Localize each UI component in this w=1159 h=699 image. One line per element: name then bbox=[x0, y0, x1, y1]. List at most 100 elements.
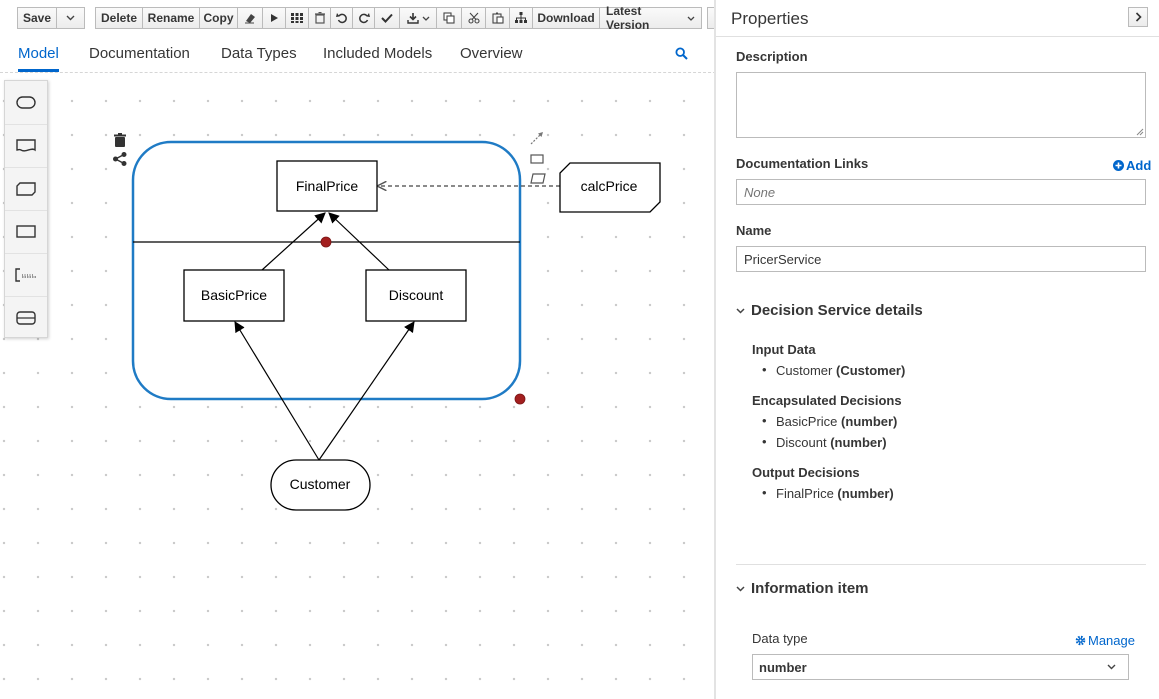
data-type-select[interactable]: number bbox=[752, 654, 1129, 680]
play-button[interactable] bbox=[262, 7, 286, 29]
text-annotation-shape-icon bbox=[15, 268, 37, 282]
cut-button[interactable] bbox=[461, 7, 486, 29]
create-decision-icon[interactable] bbox=[531, 155, 543, 163]
palette-decision-service[interactable] bbox=[5, 296, 47, 339]
palette-bkm[interactable] bbox=[5, 167, 47, 211]
properties-title: Properties bbox=[731, 9, 808, 29]
data-type-label: Data type bbox=[752, 631, 808, 646]
tab-overview[interactable]: Overview bbox=[460, 36, 523, 72]
tab-documentation[interactable]: Documentation bbox=[89, 36, 190, 72]
input-data-item-type: (Customer) bbox=[836, 363, 905, 378]
check-icon bbox=[381, 13, 393, 23]
output-decision-item: • FinalPrice (number) bbox=[776, 486, 894, 501]
documentation-links-input[interactable] bbox=[736, 179, 1146, 205]
grid-icon bbox=[291, 13, 303, 23]
manage-data-types-link[interactable]: Manage bbox=[1075, 633, 1135, 648]
connector-icon[interactable] bbox=[531, 132, 543, 144]
share-icon[interactable] bbox=[113, 152, 127, 166]
gear-icon bbox=[1075, 635, 1086, 646]
encapsulated-decision-type: (number) bbox=[841, 414, 897, 429]
decision-service-shape-icon bbox=[16, 311, 36, 325]
rename-button[interactable]: Rename bbox=[142, 7, 200, 29]
collapse-panel-button[interactable] bbox=[1128, 7, 1148, 27]
create-annotation-icon[interactable] bbox=[531, 174, 545, 183]
label-customer: Customer bbox=[290, 476, 351, 492]
copy-button[interactable]: Copy bbox=[199, 7, 238, 29]
grid-button[interactable] bbox=[285, 7, 309, 29]
scissors-icon bbox=[468, 12, 480, 24]
eraser-button[interactable] bbox=[237, 7, 263, 29]
copy-icon bbox=[443, 12, 455, 24]
palette-text-annotation[interactable] bbox=[5, 253, 47, 297]
input-data-item: • Customer (Customer) bbox=[776, 363, 905, 378]
export-dropdown[interactable] bbox=[399, 7, 437, 29]
chevron-down-icon bbox=[1107, 664, 1116, 670]
input-data-shape-icon bbox=[16, 96, 36, 110]
save-options-dropdown[interactable] bbox=[56, 7, 85, 29]
resize-handle[interactable] bbox=[515, 394, 525, 404]
validate-button[interactable] bbox=[374, 7, 400, 29]
encapsulated-decision-item: • BasicPrice (number) bbox=[776, 414, 897, 429]
palette-input-data[interactable] bbox=[5, 81, 47, 125]
latest-version-dropdown[interactable]: Latest Version bbox=[599, 7, 702, 29]
download-icon bbox=[407, 12, 419, 24]
information-item-toggle[interactable]: Information item bbox=[736, 580, 869, 597]
name-label: Name bbox=[736, 223, 771, 238]
chevron-down-icon bbox=[687, 16, 695, 21]
download-button[interactable]: Download bbox=[532, 7, 600, 29]
copy-content-button[interactable] bbox=[436, 7, 462, 29]
tab-included-models[interactable]: Included Models bbox=[323, 36, 432, 72]
output-decision-type: (number) bbox=[837, 486, 893, 501]
input-data-item-name: Customer bbox=[776, 363, 832, 378]
tab-model[interactable]: Model bbox=[18, 36, 59, 72]
trash-button[interactable] bbox=[308, 7, 331, 29]
copy-label: Copy bbox=[204, 11, 234, 25]
properties-panel: Properties Description Documentation Lin… bbox=[716, 0, 1159, 699]
redo-button[interactable] bbox=[352, 7, 375, 29]
chevron-down-icon bbox=[736, 586, 745, 592]
resize-grip-icon bbox=[1136, 128, 1144, 136]
save-button[interactable]: Save bbox=[17, 7, 57, 29]
output-decision-name: FinalPrice bbox=[776, 486, 834, 501]
decision-service-details-title: Decision Service details bbox=[751, 302, 923, 319]
play-icon bbox=[269, 13, 279, 23]
search-button[interactable] bbox=[675, 47, 688, 65]
decision-service-details-toggle[interactable]: Decision Service details bbox=[736, 302, 923, 319]
section-divider bbox=[736, 564, 1146, 565]
paste-button[interactable] bbox=[485, 7, 510, 29]
editor-tabs: Model Documentation Data Types Included … bbox=[0, 36, 716, 73]
chevron-down-icon bbox=[66, 15, 75, 21]
add-link-button[interactable]: Add bbox=[1113, 158, 1151, 173]
divider-handle[interactable] bbox=[321, 237, 331, 247]
trash-icon[interactable] bbox=[114, 133, 126, 147]
manage-label: Manage bbox=[1088, 633, 1135, 648]
search-icon bbox=[675, 47, 688, 60]
chevron-down-icon bbox=[422, 16, 430, 21]
name-input[interactable] bbox=[736, 246, 1146, 272]
knowledge-source-shape-icon bbox=[16, 139, 36, 153]
delete-label: Delete bbox=[101, 11, 137, 25]
add-label: Add bbox=[1126, 158, 1151, 173]
paste-icon bbox=[492, 12, 504, 24]
bkm-shape-icon bbox=[16, 182, 36, 196]
description-textarea[interactable] bbox=[736, 72, 1146, 138]
data-type-value: number bbox=[759, 660, 807, 675]
output-decisions-heading: Output Decisions bbox=[752, 465, 860, 480]
tab-data-types[interactable]: Data Types bbox=[221, 36, 297, 72]
undo-icon bbox=[336, 12, 348, 24]
documentation-links-label: Documentation Links bbox=[736, 156, 868, 171]
toolbar: Save Delete Rename Copy bbox=[0, 0, 716, 36]
description-label: Description bbox=[736, 49, 808, 64]
encapsulated-decision-type: (number) bbox=[830, 435, 886, 450]
input-data-heading: Input Data bbox=[752, 342, 816, 357]
information-item-title: Information item bbox=[751, 580, 869, 597]
trash-icon bbox=[315, 12, 325, 24]
diagram-canvas[interactable]: FinalPrice BasicPrice Discount Customer … bbox=[0, 73, 714, 699]
delete-button[interactable]: Delete bbox=[95, 7, 143, 29]
undo-button[interactable] bbox=[330, 7, 353, 29]
palette-decision[interactable] bbox=[5, 210, 47, 254]
rename-label: Rename bbox=[148, 11, 195, 25]
palette-knowledge-source[interactable] bbox=[5, 124, 47, 168]
diagram-hierarchy-button[interactable] bbox=[509, 7, 533, 29]
plus-circle-icon bbox=[1113, 160, 1124, 171]
